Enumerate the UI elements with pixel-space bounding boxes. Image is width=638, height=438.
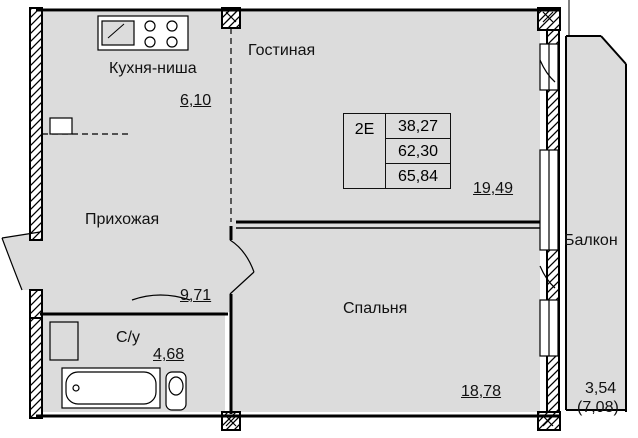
bath-name: С/у bbox=[116, 329, 140, 346]
living-area-total: 38,27 bbox=[386, 114, 450, 139]
doors bbox=[1, 59, 556, 301]
bedroom-name: Спальня bbox=[343, 300, 408, 317]
bedroom-area: 18,78 bbox=[461, 383, 502, 400]
corner-marks bbox=[225, 11, 554, 427]
total-area: 62,30 bbox=[386, 139, 450, 164]
hall-floor bbox=[40, 134, 231, 312]
apartment-type: 2Е bbox=[344, 114, 386, 188]
apartment-type-box: 2Е 38,27 62,30 65,84 bbox=[343, 113, 451, 189]
walls bbox=[36, 0, 627, 418]
bath-area: 4,68 bbox=[153, 346, 185, 363]
living-area: 19,49 bbox=[473, 180, 514, 197]
kitchen-counter bbox=[97, 15, 189, 51]
living-name: Гостиная bbox=[248, 42, 316, 59]
windows bbox=[539, 43, 559, 357]
hall-door-floor bbox=[230, 240, 254, 294]
hall-area: 9,71 bbox=[180, 287, 212, 304]
entrance-floor bbox=[2, 232, 42, 290]
kitchen-area: 6,10 bbox=[180, 92, 212, 109]
hall-name: Прихожая bbox=[85, 211, 160, 228]
balcony-name: Балкон bbox=[564, 232, 618, 249]
balcony-area-full: (7,08) bbox=[577, 399, 619, 416]
balcony-floor bbox=[566, 36, 626, 410]
bath-fixtures bbox=[49, 321, 187, 411]
bedroom-floor bbox=[231, 221, 540, 412]
total-area-with-balcony: 65,84 bbox=[397, 168, 439, 185]
balcony-area: 3,54 bbox=[585, 380, 617, 397]
kitchen-name: Кухня-ниша bbox=[109, 60, 197, 77]
